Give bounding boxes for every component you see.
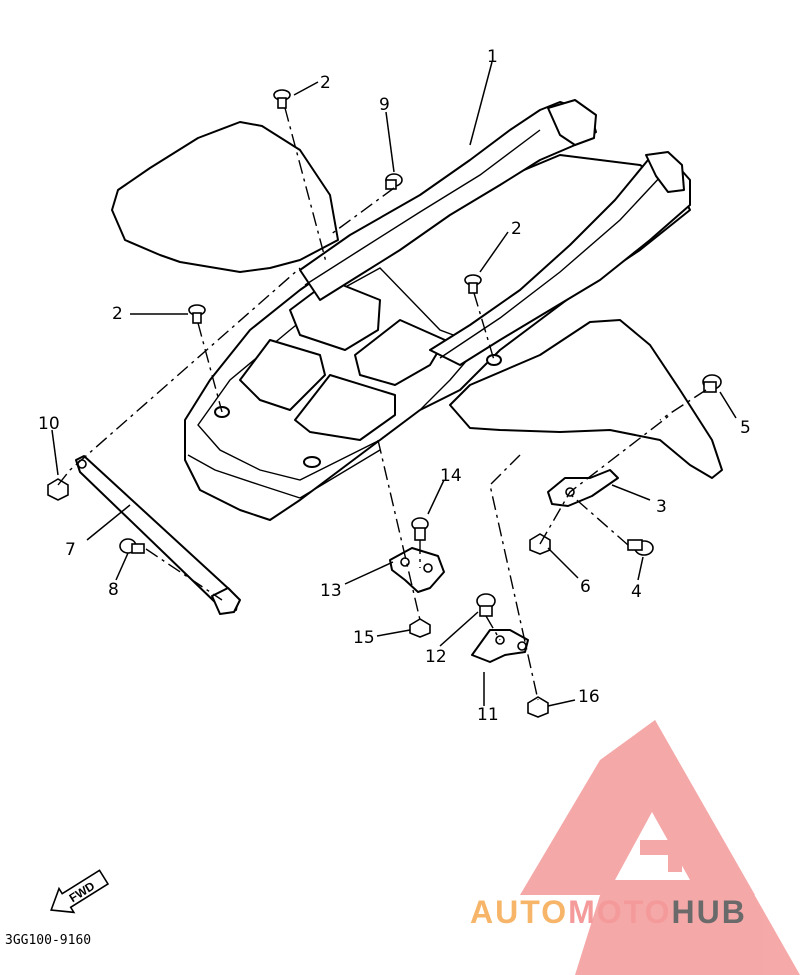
fender-left-wing [111, 121, 339, 273]
fender-front-lip [187, 449, 381, 499]
watermark-part2: MOTO [568, 894, 671, 930]
assembly-lines [57, 107, 707, 701]
watermark-part1: AUTO [470, 894, 568, 930]
callout-8: 8 [108, 580, 119, 600]
hardware [47, 89, 722, 718]
stay-bar-bracket [211, 587, 241, 615]
leader-lines [51, 61, 737, 707]
stay-3 [547, 469, 619, 507]
fender-right-wing [449, 319, 723, 479]
callout-3: 3 [656, 497, 667, 517]
rail-left [299, 101, 597, 301]
mount-hole-rear-right [486, 354, 502, 366]
watermark-text: AUTOMOTOHUB [470, 894, 747, 930]
rail-right-end-cap [645, 151, 685, 193]
rear-fender [111, 121, 723, 521]
rear-carrier-rail [299, 99, 691, 366]
callout-7: 7 [65, 540, 76, 560]
callout-12: 12 [425, 647, 447, 667]
watermark-logo [520, 720, 800, 975]
watermark-part3: HUB [671, 894, 746, 930]
callout-2-top: 2 [320, 73, 331, 93]
callout-5: 5 [740, 418, 751, 438]
callout-1: 1 [487, 47, 498, 67]
fwd-arrow-shape [50, 869, 110, 914]
callouts: 1 2 2 2 9 5 3 4 6 10 7 8 14 13 15 12 11 … [38, 47, 751, 725]
bracket-13 [389, 547, 445, 593]
stay-bar [75, 455, 241, 615]
drawing-code: 3GG100-9160 [5, 933, 91, 948]
callout-15: 15 [353, 628, 375, 648]
callout-4: 4 [631, 582, 642, 602]
fwd-arrow: FWD [50, 869, 110, 914]
fender-recess-4 [354, 319, 446, 386]
callout-14: 14 [440, 466, 462, 486]
callout-13: 13 [320, 581, 342, 601]
fender-recess-2 [294, 374, 396, 441]
callout-10: 10 [38, 414, 60, 434]
callout-11: 11 [477, 705, 499, 725]
rail-left-end-cap [547, 99, 597, 146]
callout-16: 16 [578, 687, 600, 707]
rail-right [429, 154, 691, 366]
callout-2-right: 2 [511, 219, 522, 239]
mount-hole-front [303, 456, 321, 468]
fender-recess-1 [239, 339, 326, 411]
callout-2-left: 2 [112, 304, 123, 324]
callout-6: 6 [580, 577, 591, 597]
watermark-triangle-mark [520, 720, 755, 895]
callout-9: 9 [379, 95, 390, 115]
